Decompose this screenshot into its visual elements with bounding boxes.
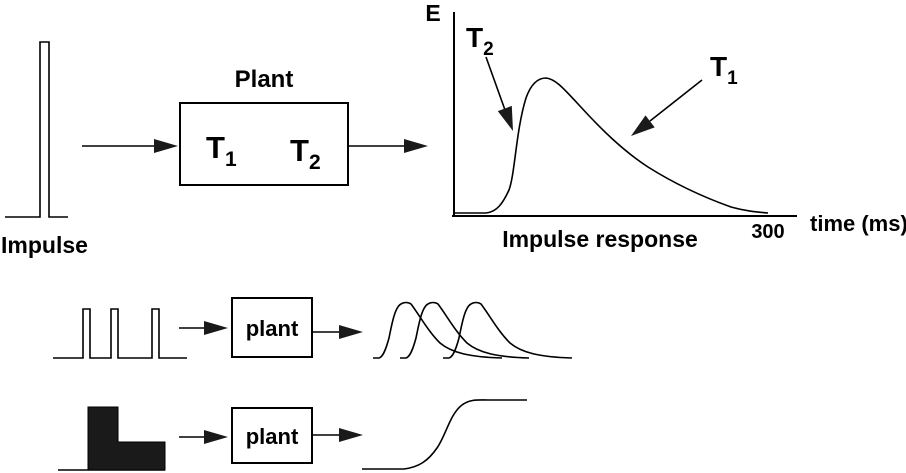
step-signal-shape	[87, 406, 166, 471]
t1-subscript: 1	[727, 68, 738, 89]
plant-box-title: Plant	[235, 66, 294, 93]
impulse-response-graph: E T2 T1 time (ms) 300 Impulse response	[425, 0, 906, 252]
t1-subscript: 1	[225, 148, 237, 171]
arrowhead-right-icon	[154, 139, 178, 153]
t2-base: T	[290, 133, 309, 168]
arrowhead-right-icon	[204, 430, 228, 444]
response-curve-1	[373, 301, 503, 359]
time-constant-t1: T1	[206, 130, 237, 171]
plant-box	[179, 102, 349, 186]
arrow-step-to-plant	[179, 430, 228, 444]
t1-base: T	[710, 51, 727, 82]
plant-box-middle-label: plant	[246, 316, 299, 341]
x-axis-label: time (ms)	[810, 211, 906, 236]
arrow-plant-to-responses	[312, 325, 363, 339]
top-row: Impulse Plant T1 T2 E T2	[1, 0, 906, 258]
arrow-pulses-to-plant	[179, 321, 228, 335]
annotation-t2: T2	[466, 22, 513, 131]
response-curve-2	[399, 301, 530, 359]
graph-caption: Impulse response	[502, 226, 698, 252]
impulse-signal-shape	[5, 41, 68, 218]
y-axis-label: E	[425, 0, 440, 26]
annotation-t1-text: T1	[710, 51, 738, 89]
t2-subscript: 2	[483, 39, 494, 60]
arrowhead-down-left-icon	[631, 115, 655, 136]
arrowhead-right-icon	[339, 325, 363, 339]
arrow-impulse-to-plant	[82, 139, 178, 153]
annotation-t1: T1	[631, 51, 738, 136]
annotation-t2-text: T2	[466, 22, 494, 60]
arrow-plant-to-graph	[348, 139, 428, 153]
annotation-arrow-line	[485, 56, 506, 111]
annotation-arrow-line	[649, 79, 703, 122]
plant-box-bottom-label: plant	[246, 424, 299, 449]
x-tick-300: 300	[751, 221, 784, 243]
arrowhead-right-icon	[339, 428, 363, 442]
plant-box-bottom	[231, 407, 313, 464]
bottom-row: plant	[58, 399, 527, 471]
arrowhead-down-icon	[497, 105, 513, 131]
response-curve-3	[442, 301, 573, 359]
impulse-label: Impulse	[1, 232, 88, 258]
sigmoid-response-curve	[362, 399, 527, 470]
t1-base: T	[206, 130, 225, 165]
middle-row: plant	[53, 297, 573, 359]
t2-subscript: 2	[309, 151, 321, 174]
plant-box-middle	[231, 297, 313, 358]
arrowhead-right-icon	[404, 139, 428, 153]
time-constant-t2: T2	[290, 133, 321, 174]
overlapping-responses	[373, 301, 573, 359]
impulse-response-curve	[455, 77, 769, 214]
arrow-plant-to-sigmoid	[312, 428, 363, 442]
pulse-train-signal-shape	[53, 308, 187, 359]
arrowhead-right-icon	[204, 321, 228, 335]
t2-base: T	[466, 22, 483, 53]
